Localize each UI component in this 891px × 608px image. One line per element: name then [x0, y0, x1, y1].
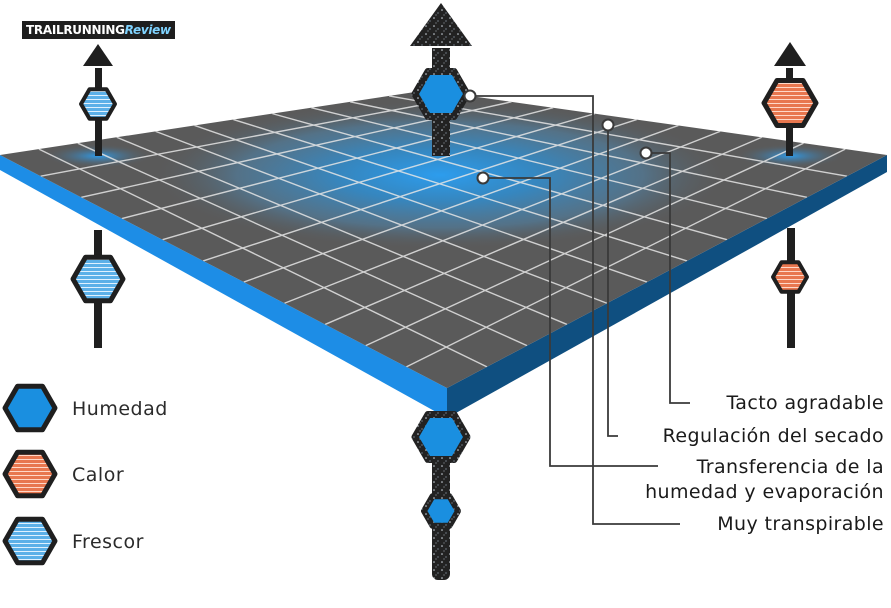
grid-line [406, 148, 846, 368]
hex-frescor-top-left [79, 87, 117, 121]
grid-line [40, 95, 470, 177]
hex-humedad-bottom-center-2 [421, 493, 461, 529]
grid-line [116, 136, 568, 326]
grid-line [162, 112, 596, 241]
callout-lines [470, 95, 690, 525]
grid-line [77, 142, 528, 347]
callout-transpirable: Muy transpirable [717, 513, 884, 535]
callout-transferencia-line2: humedad y evaporación [645, 481, 884, 503]
grid-line [365, 142, 804, 347]
grid-line [202, 118, 637, 262]
hex-frescor-bottom-left [70, 254, 126, 304]
legend-label-humedad: Humedad [72, 398, 168, 420]
fabric-edge-left [0, 155, 447, 418]
hex-humedad-bottom-center-1 [411, 411, 471, 463]
brand-part1: TRAILRUNNING [26, 23, 125, 37]
grid-line [38, 148, 488, 368]
grid-line [388, 95, 848, 177]
grid-line [121, 107, 554, 220]
grid-line [324, 136, 763, 326]
grid-line [284, 130, 721, 304]
legend-label-calor: Calor [72, 464, 125, 486]
brand-part2: Review [124, 23, 171, 37]
hex-calor-top-right [761, 78, 819, 128]
callout-transferencia: Transferencia de la humedad y evaporació… [645, 455, 884, 505]
hex-calor-bottom-right [771, 260, 809, 294]
grid-line [272, 112, 728, 241]
grid-line [311, 107, 768, 220]
grid-line [243, 124, 679, 283]
grid-line [233, 118, 688, 262]
callout-transferencia-line1: Transferencia de la [696, 456, 884, 478]
fabric-edge-right [447, 155, 887, 418]
hex-humedad-top-center [411, 68, 471, 120]
legend-label-frescor: Frescor [72, 531, 144, 553]
grid-line [155, 130, 608, 304]
legend-hex-humedad [2, 383, 58, 433]
fabric-grid [38, 95, 848, 368]
grid-line [194, 124, 648, 283]
legend-hex-calor [2, 449, 58, 499]
legend-hex-frescor [2, 516, 58, 566]
callout-dots [463, 89, 653, 185]
callout-regulacion: Regulación del secado [662, 425, 884, 447]
callout-tacto: Tacto agradable [726, 392, 884, 414]
